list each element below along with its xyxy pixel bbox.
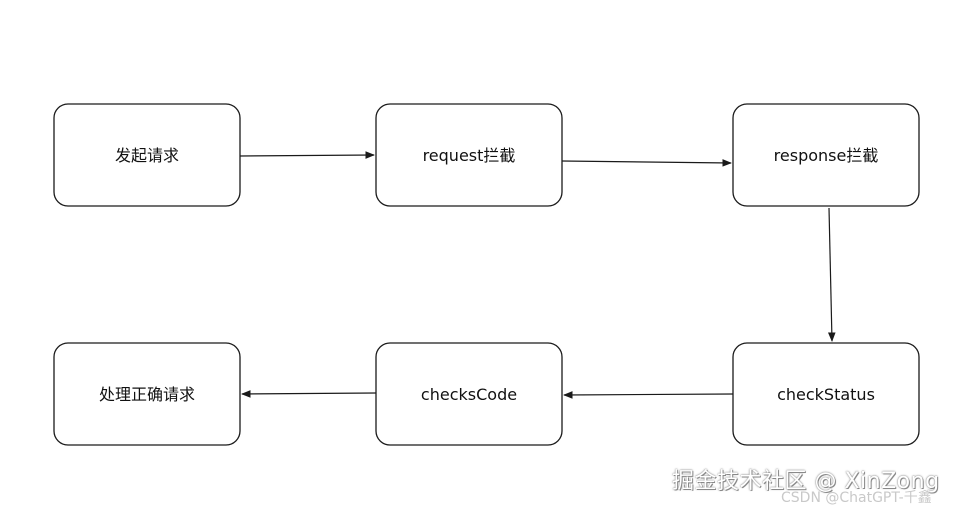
node-checks-code-label: checksCode: [421, 385, 517, 404]
node-checks-code: checksCode: [375, 342, 563, 446]
watermark-juejin: 掘金技术社区 @ XinZong: [672, 469, 940, 494]
node-check-status-label: checkStatus: [777, 385, 875, 404]
node-send-request-label: 发起请求: [115, 146, 179, 165]
edge-checkscode-to-handle: [241, 390, 377, 398]
node-request-interceptor: request拦截: [375, 103, 563, 207]
node-response-interceptor-label: response拦截: [774, 146, 879, 165]
edge-checkstatus-to-checkscode: [563, 391, 734, 399]
node-check-status: checkStatus: [732, 342, 920, 446]
watermark-csdn: CSDN @ChatGPT-千鑫: [781, 490, 932, 506]
edge-response-to-checkstatus: [827, 207, 836, 342]
edge-send-to-request: [239, 151, 375, 159]
node-request-interceptor-label: request拦截: [423, 146, 516, 165]
node-handle-success-label: 处理正确请求: [99, 385, 195, 404]
node-response-interceptor: response拦截: [732, 103, 920, 207]
node-handle-success: 处理正确请求: [53, 342, 241, 446]
node-send-request: 发起请求: [53, 103, 241, 207]
edge-request-to-response: [561, 159, 732, 167]
